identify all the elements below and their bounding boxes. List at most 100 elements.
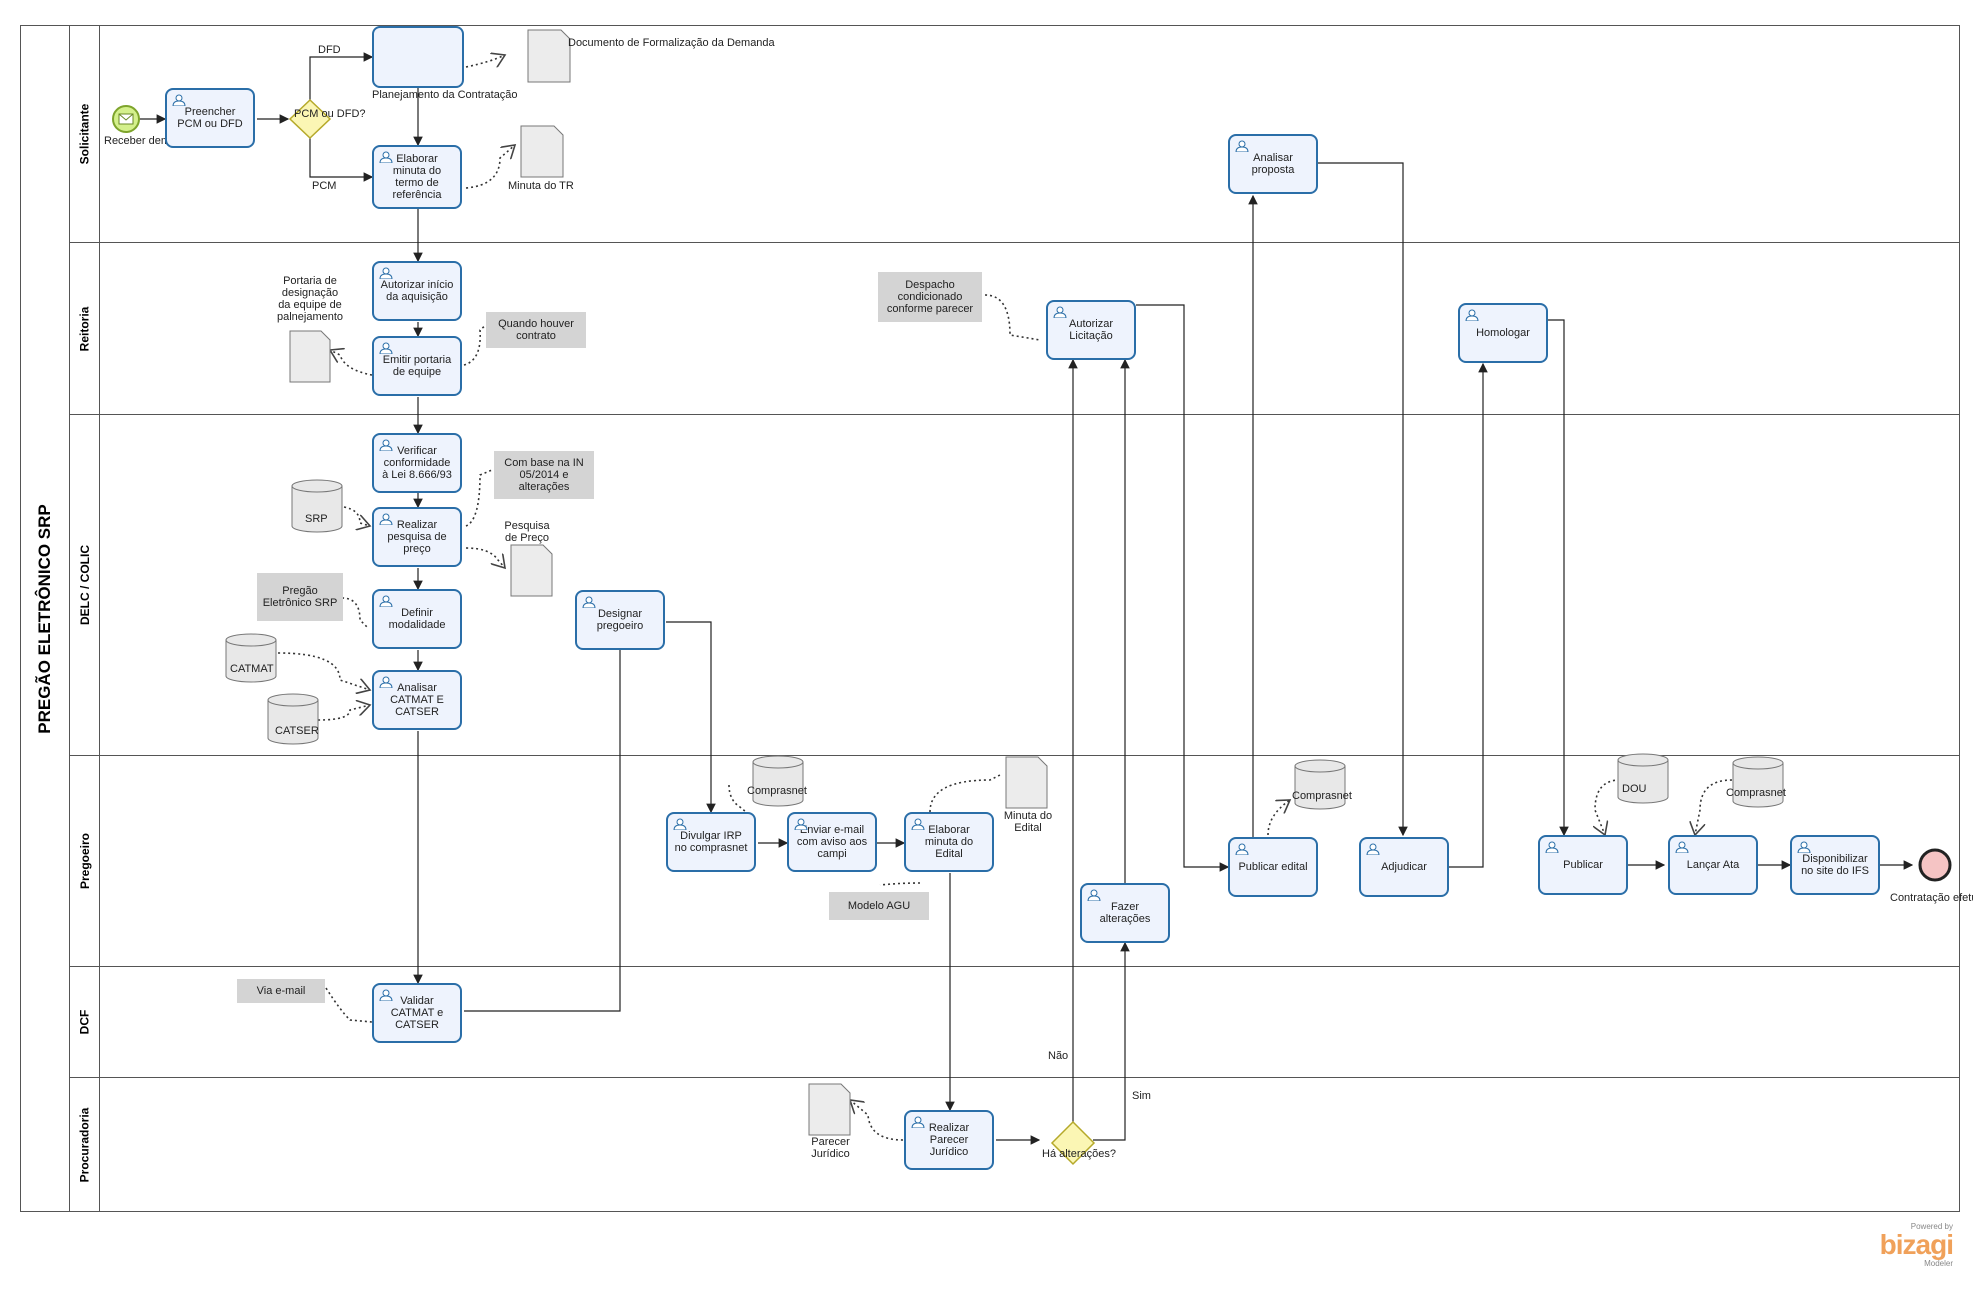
user-task-icon: [379, 513, 393, 525]
end-event[interactable]: [1918, 848, 1952, 882]
task-analisar-proposta[interactable]: Analisar proposta: [1228, 134, 1318, 194]
user-task-icon: [379, 439, 393, 451]
task-verificar[interactable]: Verificar conformidade à Lei 8.666/93: [372, 433, 462, 493]
task-fazer-alteracoes[interactable]: Fazer alterações: [1080, 883, 1170, 943]
task-publicar-edital[interactable]: Publicar edital: [1228, 837, 1318, 897]
envelope-icon: [118, 113, 134, 125]
task-divulgar[interactable]: Divulgar IRP no comprasnet: [666, 812, 756, 872]
flow: [1136, 304, 1230, 872]
flow-pcm: [309, 134, 374, 182]
document-icon: [808, 1083, 851, 1136]
gateway-pcm-dfd[interactable]: [288, 98, 332, 140]
user-task-icon: [1675, 841, 1689, 853]
association: [1267, 800, 1290, 836]
datastore-comprasnet2-label: Comprasnet: [1292, 790, 1352, 802]
association: [465, 145, 515, 189]
datastore-icon: [1294, 759, 1346, 810]
watermark-brand: bizagi: [1879, 1229, 1954, 1260]
doc-formalizacao-label: Documento de Formalização da Demanda: [568, 37, 775, 49]
association: [341, 597, 369, 629]
datastore-comprasnet3-label: Comprasnet: [1726, 787, 1786, 799]
task-pesquisa[interactable]: Realizar pesquisa de preço: [372, 507, 462, 567]
flow-label-nao: Não: [1048, 1050, 1069, 1062]
datastore-icon: [752, 755, 804, 807]
doc-minuta-tr-label: Minuta do TR: [508, 180, 574, 192]
datastore-icon: [1732, 756, 1784, 808]
user-task-icon: [379, 151, 393, 163]
gateway-ha-alteracoes[interactable]: [1050, 1120, 1096, 1166]
user-task-icon: [1235, 843, 1249, 855]
task-preencher[interactable]: Preencher PCM ou DFD: [165, 88, 255, 148]
note-com-base: Com base na IN 05/2014 e alterações: [494, 451, 594, 499]
datastore-dou-label: DOU: [1622, 783, 1647, 795]
pool-frame: [20, 25, 1960, 1212]
user-task-icon: [911, 1116, 925, 1128]
task-analisar-catmat[interactable]: Analisar CATMAT E CATSER: [372, 670, 462, 730]
user-task-icon: [379, 595, 393, 607]
task-homologar[interactable]: Homologar: [1458, 303, 1548, 363]
document-icon: [510, 544, 553, 597]
task-autorizar-inicio[interactable]: Autorizar início da aquisição: [372, 261, 462, 321]
lane-divider: [70, 1077, 1960, 1078]
task-autorizar-licitacao[interactable]: Autorizar Licitação: [1046, 300, 1136, 360]
datastore-icon: [1617, 753, 1669, 804]
pool-title: PREGÃO ELETRÔNICO SRP: [20, 25, 70, 1212]
task-lancar-ata[interactable]: Lançar Ata: [1668, 835, 1758, 895]
flow-sim: [1093, 941, 1130, 1141]
document-icon: [527, 29, 571, 83]
datastore-comprasnet1-label: Comprasnet: [747, 785, 807, 797]
task-enviar[interactable]: Enviar e-mail com aviso aos campi: [787, 812, 877, 872]
task-elaborar-tr[interactable]: Elaborar minuta do termo de referência: [372, 145, 462, 209]
task-parecer[interactable]: Realizar Parecer Jurídico: [904, 1110, 994, 1170]
task-elaborar-edital[interactable]: Elaborar minuta do Edital: [904, 812, 994, 872]
user-task-icon: [379, 676, 393, 688]
datastore-icon: [225, 633, 277, 683]
doc-parecer-label: Parecer Jurídico: [811, 1136, 850, 1160]
bizagi-watermark: Powered by bizagi Modeler: [1879, 1222, 1954, 1268]
subprocess-planejamento[interactable]: [372, 26, 464, 88]
task-adjudicar[interactable]: Adjudicar: [1359, 837, 1449, 897]
datastore-srp-label: SRP: [305, 513, 328, 525]
lane-divider: [70, 755, 1960, 756]
association: [317, 705, 370, 721]
lane-solicitante: Solicitante: [70, 25, 100, 242]
user-task-icon: [1053, 306, 1067, 318]
association: [984, 294, 1041, 341]
association: [330, 350, 373, 376]
user-task-icon: [582, 596, 596, 608]
watermark-product: Modeler: [1924, 1259, 1953, 1268]
user-task-icon: [911, 818, 925, 830]
association: [850, 1100, 904, 1141]
subprocess-label: Planejamento da Contratação: [372, 89, 518, 101]
datastore-catser-label: CATSER: [275, 725, 319, 737]
note-via-email: Via e-mail: [237, 979, 325, 1003]
task-definir[interactable]: Definir modalidade: [372, 589, 462, 649]
datastore-icon: [267, 693, 319, 745]
flow-label-sim: Sim: [1132, 1090, 1151, 1102]
doc-minuta-edital-label: Minuta do Edital: [1003, 810, 1053, 834]
user-task-icon: [379, 267, 393, 279]
user-task-icon: [1366, 843, 1380, 855]
association: [325, 987, 373, 1023]
flow: [1546, 319, 1569, 837]
user-task-icon: [1235, 140, 1249, 152]
gateway-pcm-dfd-label: PCM ou DFD?: [294, 108, 366, 120]
association: [879, 882, 921, 886]
datastore-catmat-label: CATMAT: [230, 663, 274, 675]
task-designar[interactable]: Designar pregoeiro: [575, 590, 665, 650]
datastore-icon: [291, 479, 343, 533]
document-icon: [520, 125, 564, 178]
watermark-powered: Powered by: [1910, 1222, 1953, 1231]
task-validar[interactable]: Validar CATMAT e CATSER: [372, 983, 462, 1043]
association: [728, 784, 747, 813]
user-task-icon: [1465, 309, 1479, 321]
document-icon: [1005, 756, 1048, 809]
flow-label-dfd: DFD: [318, 44, 341, 56]
association: [1695, 779, 1733, 835]
task-publicar[interactable]: Publicar: [1538, 835, 1628, 895]
user-task-icon: [172, 94, 186, 106]
user-task-icon: [1797, 841, 1811, 853]
task-disponibilizar[interactable]: Disponibilizar no site do IFS: [1790, 835, 1880, 895]
task-emitir-portaria[interactable]: Emitir portaria de equipe: [372, 336, 462, 396]
